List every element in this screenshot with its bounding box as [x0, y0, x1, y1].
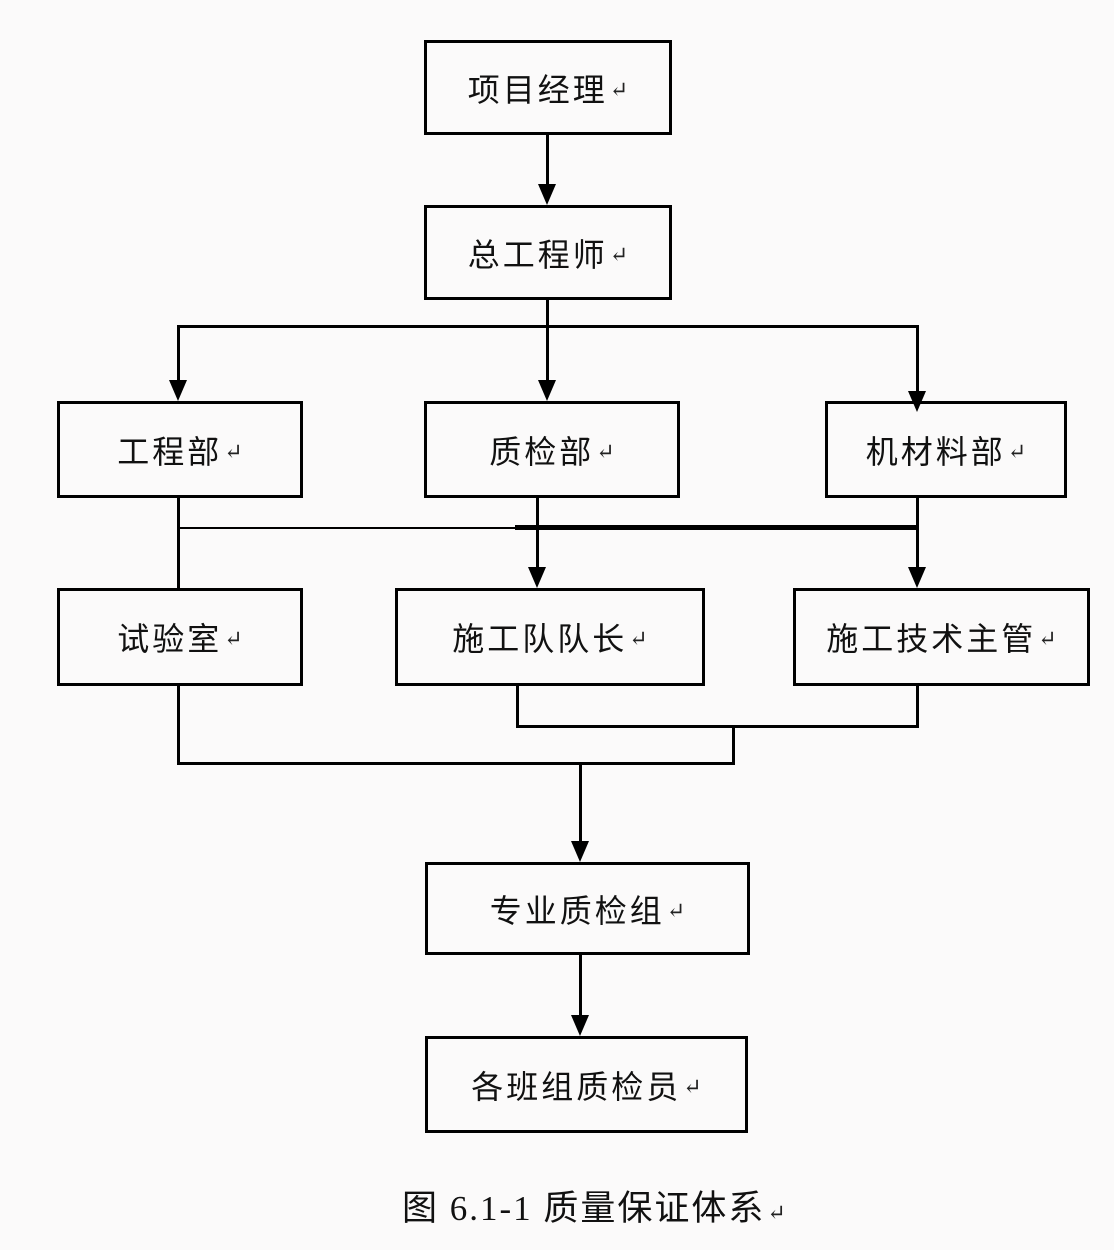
connector-team-leader-drop: [516, 686, 519, 728]
connector-to-tech-supervisor: [916, 498, 919, 572]
arrowhead-machinery-materials-dept: [908, 391, 926, 412]
node-label: 总工程师: [467, 236, 608, 273]
node-laboratory: 试验室↵: [57, 588, 303, 686]
paragraph-mark-icon: ↵: [609, 241, 629, 267]
arrowhead-construction-team-leader: [528, 567, 546, 588]
node-team-qc-inspectors: 各班组质检员↵: [425, 1036, 748, 1133]
arrowhead-quality-inspection-dept: [538, 380, 556, 401]
connector-to-engineering: [177, 325, 180, 385]
node-construction-team-leader: 施工队队长↵: [395, 588, 705, 686]
arrowhead-professional-qc-group: [571, 841, 589, 862]
node-label: 施工队队长: [452, 621, 628, 657]
connector-to-team-inspectors: [579, 955, 582, 1019]
paragraph-mark-icon: ↵: [224, 626, 243, 651]
node-label: 工程部: [117, 433, 223, 470]
connector-laboratory-drop: [177, 686, 180, 765]
node-label: 机材料部: [865, 433, 1006, 470]
node-engineering-dept: 工程部↵: [57, 401, 303, 498]
connector-merge-junction: [732, 725, 735, 765]
connector-engineering-to-laboratory: [177, 498, 180, 590]
paragraph-mark-icon: ↵: [629, 626, 648, 651]
connector-branch-1: [177, 325, 919, 328]
node-chief-engineer: 总工程师↵: [424, 205, 672, 300]
paragraph-mark-icon: ↵: [224, 438, 243, 464]
connector-pm-to-ce: [546, 135, 549, 189]
node-quality-inspection-dept: 质检部↵: [424, 401, 680, 498]
paragraph-mark-icon: ↵: [609, 76, 629, 102]
node-professional-qc-group: 专业质检组↵: [425, 862, 750, 955]
arrowhead-chief-engineer: [538, 184, 556, 205]
arrowhead-team-qc-inspectors: [571, 1015, 589, 1036]
arrowhead-engineering-dept: [169, 380, 187, 401]
paragraph-mark-icon: ↵: [666, 897, 686, 923]
connector-merge-upper: [516, 725, 919, 728]
node-construction-tech-supervisor: 施工技术主管↵: [793, 588, 1090, 686]
paragraph-mark-icon: ↵: [596, 438, 615, 464]
connector-merge-lower: [177, 762, 735, 765]
paragraph-mark-icon: ↵: [1007, 438, 1027, 464]
connector-to-qc-group: [579, 762, 582, 844]
node-label: 专业质检组: [489, 892, 665, 929]
figure-caption-text: 图 6.1-1 质量保证体系: [402, 1189, 766, 1228]
node-label: 施工技术主管: [826, 621, 1037, 657]
node-project-manager: 项目经理↵: [424, 40, 672, 135]
connector-ce-stem: [546, 300, 549, 395]
paragraph-mark-icon: ↵: [683, 1073, 702, 1099]
node-machinery-materials-dept: 机材料部↵: [825, 401, 1067, 498]
figure-caption: 图 6.1-1 质量保证体系↵: [402, 1180, 786, 1231]
paragraph-mark-icon: ↵: [1038, 626, 1057, 651]
connector-tech-supervisor-drop: [916, 686, 919, 728]
node-label: 试验室: [117, 621, 223, 657]
connector-branch-2-thin: [177, 527, 517, 529]
connector-to-machinery: [916, 325, 919, 397]
paragraph-mark-icon: ↵: [767, 1200, 786, 1225]
arrowhead-construction-tech-supervisor: [908, 567, 926, 588]
node-label: 项目经理: [467, 71, 608, 108]
node-label: 各班组质检员: [471, 1068, 682, 1105]
node-label: 质检部: [489, 433, 595, 470]
connector-branch-2-thick: [515, 525, 919, 530]
connector-to-team-leader: [536, 498, 539, 572]
